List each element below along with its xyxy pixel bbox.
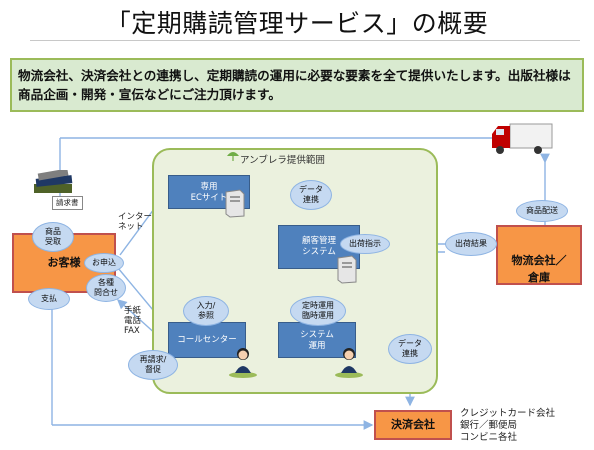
title-divider: [30, 40, 580, 41]
summary-box: 物流会社、決済会社との連携し、定期購読の運用に必要な要素を全て提供いたします。出…: [10, 58, 584, 112]
logistics-box: 物流会社／ 倉庫: [496, 225, 582, 285]
summary-text: 物流会社、決済会社との連携し、定期購読の運用に必要な要素を全て提供いたします。出…: [18, 68, 571, 102]
oval-reminder: 再請求/ 督促: [128, 350, 178, 380]
oval-apply: お申込: [84, 253, 124, 273]
oval-ship-result: 出荷結果: [445, 232, 497, 256]
oval-scheduled-ops: 定時運用 臨時運用: [290, 296, 346, 326]
oval-payment: 支払: [28, 288, 70, 310]
crm-system-label: 顧客管理 システム: [301, 236, 336, 257]
oval-inquiry: 各種 問合せ: [86, 274, 126, 302]
logistics-label: 物流会社／ 倉庫: [511, 254, 567, 284]
payment-company-box: 決済会社: [374, 410, 452, 440]
internet-label: インター ネット: [118, 212, 153, 232]
system-ops-label: システム 運用: [300, 330, 334, 351]
call-center-label: コールセンター: [177, 335, 237, 345]
payment-company-label: 決済会社: [391, 418, 435, 431]
oval-product-receive: 商品 受取: [32, 222, 74, 252]
payment-partners-text: クレジットカード会社 銀行／郵便局 コンビニ各社: [460, 408, 556, 443]
oval-delivery: 商品配送: [516, 200, 568, 222]
umbrella-icon: [227, 152, 239, 161]
oval-data-link-1: データ 連携: [290, 180, 332, 210]
operator-icon-call: [229, 348, 257, 378]
system-ops-box: システム 運用: [278, 322, 356, 358]
customer-label: お客様: [47, 256, 81, 269]
oval-ship-order: 出荷指示: [340, 234, 390, 254]
oval-data-link-2: データ 連携: [388, 334, 432, 364]
umbrella-label: アンブレラ提供範囲: [240, 155, 325, 166]
mail-phone-fax-label: 手紙 電話 FAX: [124, 306, 142, 336]
server-icon-ec: [225, 189, 245, 218]
ec-site-label: 専用 ECサイト: [190, 182, 228, 203]
books-icon: [34, 170, 73, 193]
oval-input-reference: 入力/ 参照: [183, 296, 229, 326]
operator-icon-ops: [335, 348, 363, 378]
invoice-label: 請求書: [52, 196, 83, 210]
server-icon-crm: [337, 255, 357, 284]
page-title: 「定期購読管理サービス」の概要: [105, 9, 489, 38]
truck-icon: [492, 123, 553, 154]
